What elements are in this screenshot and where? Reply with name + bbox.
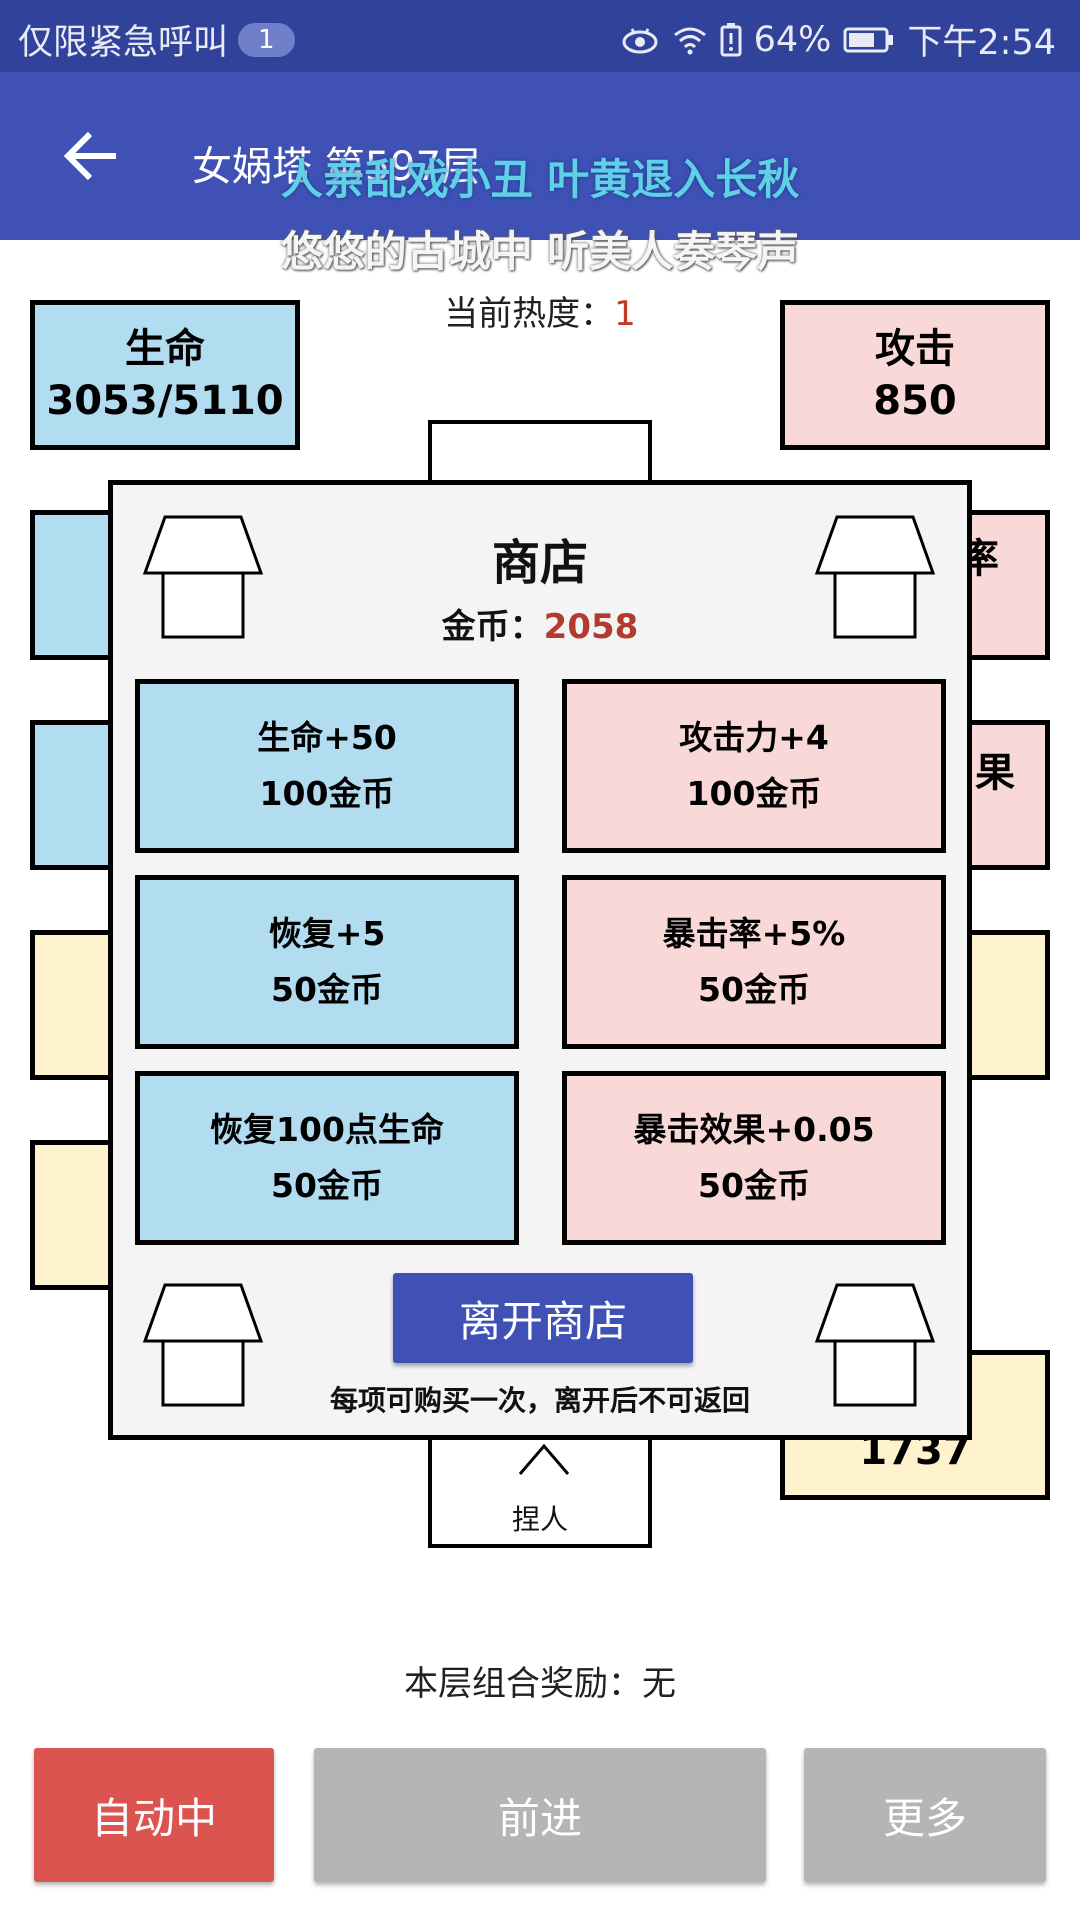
shop-item-attack[interactable]: 攻击力+4 100金币 <box>562 679 946 853</box>
shop-title: 商店 <box>491 535 588 591</box>
status-left: 仅限紧急呼叫 1 <box>18 14 295 65</box>
item-price: 50金币 <box>271 1166 383 1205</box>
forward-button[interactable]: 前进 <box>314 1748 766 1882</box>
shop-item-life[interactable]: 生命+50 100金币 <box>135 679 519 853</box>
item-name: 恢复+5 <box>268 914 386 953</box>
life-value: 3053/5110 <box>46 378 284 424</box>
item-name: 恢复100点生命 <box>210 1110 444 1149</box>
eye-icon <box>620 25 660 55</box>
chevron-up-icon <box>518 1443 570 1475</box>
clock: 下午2:54 <box>907 23 1056 63</box>
shop-note: 每项可购买一次，离开后不可返回 <box>329 1384 750 1417</box>
gold-value: 2058 <box>543 607 639 647</box>
attack-value: 850 <box>873 378 957 424</box>
item-price: 50金币 <box>698 970 810 1009</box>
house-icon-bottom-right <box>815 1283 935 1407</box>
notification-badge: 1 <box>238 22 295 57</box>
room-box-bottom[interactable]: 捏人 <box>428 1436 652 1548</box>
gold-label: 金币： <box>441 607 544 647</box>
house-icon-top-left <box>143 515 263 639</box>
item-name: 暴击效果+0.05 <box>633 1110 875 1149</box>
app-bar: 女娲塔 第597层 <box>0 72 1080 240</box>
item-price: 100金币 <box>686 774 822 813</box>
heat-indicator: 当前热度：1 <box>0 286 1080 335</box>
battery-alert-icon <box>720 22 742 57</box>
battery-icon <box>843 26 895 54</box>
combo-value: 无 <box>642 1664 676 1704</box>
item-name: 暴击率+5% <box>662 914 846 953</box>
shop-item-crit-effect[interactable]: 暴击效果+0.05 50金币 <box>562 1071 946 1245</box>
gold-display: 金币：2058 <box>113 599 967 648</box>
right-stat-3-text: 果 <box>975 750 1015 796</box>
life-label: 生命 <box>125 326 205 372</box>
back-arrow-icon[interactable] <box>60 124 124 188</box>
item-price: 50金币 <box>271 970 383 1009</box>
shop-item-heal[interactable]: 恢复100点生命 50金币 <box>135 1071 519 1245</box>
battery-percent: 64% <box>753 19 832 60</box>
shop-item-crit-rate[interactable]: 暴击率+5% 50金币 <box>562 875 946 1049</box>
heat-label: 当前热度： <box>444 294 615 334</box>
status-right: 64% 下午2:54 <box>620 14 1056 65</box>
shop-dialog: 商店 金币：2058 生命+50 100金币 攻击力+4 100金币 恢复+5 … <box>108 480 972 1440</box>
item-name: 生命+50 <box>257 718 397 757</box>
item-name: 攻击力+4 <box>679 718 829 757</box>
leave-shop-button[interactable]: 离开商店 <box>393 1273 693 1363</box>
heat-value: 1 <box>614 294 636 334</box>
wifi-icon <box>672 25 708 55</box>
lyric-line-2: 悠悠的古城中 听美人奏琴声 <box>280 227 800 276</box>
item-price: 100金币 <box>259 774 395 813</box>
house-icon-bottom-left <box>143 1283 263 1407</box>
room-label: 捏人 <box>511 1503 568 1536</box>
shop-item-regen[interactable]: 恢复+5 50金币 <box>135 875 519 1049</box>
combo-label: 本层组合奖励： <box>404 1664 642 1704</box>
carrier-text: 仅限紧急呼叫 <box>18 23 229 63</box>
status-bar: 仅限紧急呼叫 1 <box>0 0 1080 72</box>
auto-button[interactable]: 自动中 <box>34 1748 274 1882</box>
combo-reward: 本层组合奖励：无 <box>0 1656 1080 1705</box>
item-price: 50金币 <box>698 1166 810 1205</box>
attack-label: 攻击 <box>875 326 955 372</box>
house-icon-top-right <box>815 515 935 639</box>
life-stat: 生命 3053/5110 <box>30 300 300 450</box>
more-button[interactable]: 更多 <box>804 1748 1046 1882</box>
attack-stat: 攻击 850 <box>780 300 1050 450</box>
page-title: 女娲塔 第597层 <box>192 144 482 190</box>
lyric-line-1: 人亲乱戏小丑 叶黄退入长秋 <box>280 155 800 204</box>
